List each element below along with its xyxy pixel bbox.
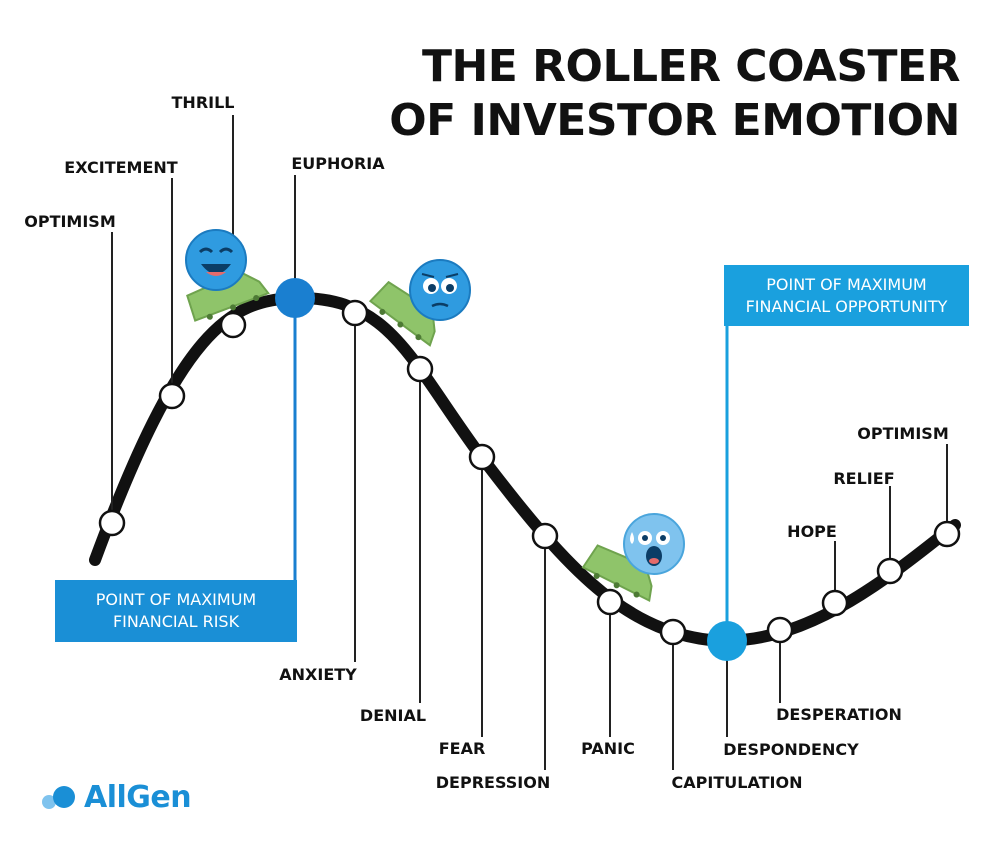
brand-name: AllGen [84, 780, 192, 815]
stage-label-relief: RELIEF [833, 469, 894, 488]
stage-label-depression: DEPRESSION [436, 773, 550, 792]
stage-label-hope: HOPE [787, 522, 837, 541]
stage-label-optimism-start: OPTIMISM [24, 212, 116, 231]
max-opportunity-marker [707, 621, 747, 661]
stage-markers [98, 299, 961, 646]
coaster-cart-icon [581, 544, 653, 602]
stage-label-excitement: EXCITEMENT [64, 158, 177, 177]
stage-label-optimism-end: OPTIMISM [857, 424, 949, 443]
stage-label-desperation: DESPERATION [776, 705, 902, 724]
coaster-cart-icon [368, 280, 436, 347]
brand-logo: AllGen [40, 780, 192, 815]
stage-label-despondency: DESPONDENCY [723, 740, 859, 759]
risk-callout-line-2: FINANCIAL RISK [112, 612, 240, 631]
scared-emoji-icon [623, 513, 685, 575]
max-risk-callout: POINT OF MAXIMUM FINANCIAL RISK [55, 580, 297, 642]
max-risk-marker [275, 278, 315, 318]
stage-label-denial: DENIAL [360, 706, 426, 725]
risk-callout-line-1: POINT OF MAXIMUM [95, 590, 257, 609]
happy-emoji-icon [185, 229, 247, 291]
cloud-logo-icon [42, 785, 75, 809]
title-line-1: THE ROLLER COASTER [421, 41, 961, 92]
worried-emoji-icon [409, 259, 471, 321]
stage-label-capitulation: CAPITULATION [672, 773, 803, 792]
coaster-cart-icon [186, 271, 270, 322]
opportunity-callout-line-1: POINT OF MAXIMUM [766, 274, 927, 294]
opportunity-callout-line-2: FINANCIAL OPPORTUNITY [745, 296, 948, 316]
max-opportunity-callout: POINT OF MAXIMUM FINANCIAL OPPORTUNITY [724, 265, 969, 326]
page-title: THE ROLLER COASTER OF INVESTOR EMOTION [389, 40, 960, 148]
stage-label-fear: FEAR [439, 739, 486, 758]
stage-label-thrill: THRILL [172, 93, 235, 112]
stage-label-panic: PANIC [581, 739, 635, 758]
title-line-2: OF INVESTOR EMOTION [389, 95, 960, 146]
stage-label-euphoria: EUPHORIA [291, 154, 385, 173]
stage-label-anxiety: ANXIETY [279, 665, 357, 684]
leader-lines [111, 115, 948, 770]
